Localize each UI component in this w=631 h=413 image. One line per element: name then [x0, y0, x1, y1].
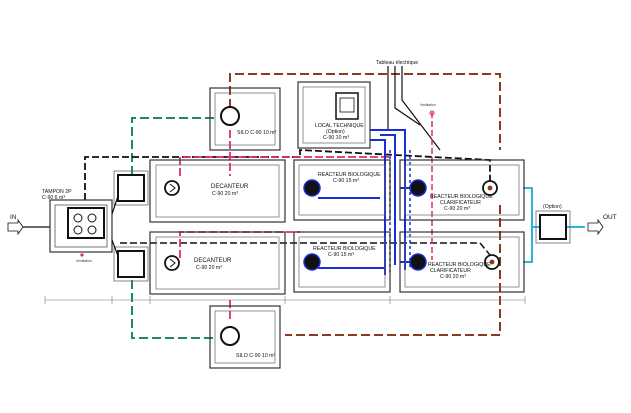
tableau-label: Tableau électrique [376, 60, 418, 66]
brown-pipe-top [229, 73, 501, 150]
clarificateur-top-tank [399, 159, 525, 221]
outlet-arrow-icon [587, 218, 604, 236]
reacteur-bottom-capacity: C-90 15 m³ [328, 252, 354, 258]
tampon-tank [49, 199, 113, 253]
ventilation-left-label: Ventilation [76, 259, 92, 263]
ventilation-top-icon [429, 110, 435, 116]
green-pipe-bottom [131, 280, 215, 339]
decanteur-bottom-capacity: C-90 20 m³ [196, 265, 222, 271]
reacteur-top-label: REACTEUR BIOLOGIQUE [318, 172, 381, 178]
local-technique-capacity: C-90 10 m³ [323, 135, 349, 141]
outlet-option-label: (Option) [543, 204, 562, 210]
reacteur-bottom-tank [293, 231, 391, 293]
clarificateur-bottom-label-1: REACTEUR BIOLOGIQUE [428, 262, 491, 268]
chamber-bottom [113, 246, 149, 282]
clarificateur-bottom-tank [399, 231, 525, 293]
brown-pipe-right [285, 205, 501, 336]
blue-pipe-1 [318, 129, 418, 275]
silo-bottom-label: SILO C-90 10 m³ [236, 353, 275, 359]
decanteur-bottom-label: DECANTEUR [194, 258, 232, 264]
tableau-cable [387, 66, 441, 151]
clarificateur-top-capacity: C-90 20 m³ [444, 206, 470, 212]
tampon-connectors [111, 195, 119, 257]
tampon-capacity: C-90 6 m³ [42, 195, 65, 201]
silo-top-label: SILO C-90 10 m³ [237, 130, 276, 136]
dimension-line [44, 296, 526, 304]
tampon-title: TAMPON 2P [42, 189, 72, 195]
clarificateur-bottom-label-2: CLARIFICATEUR [430, 268, 471, 274]
ventilation-top-label: Ventilation [420, 103, 436, 107]
local-technique-tank [297, 81, 371, 149]
decanteur-top-capacity: C-90 20 m³ [212, 191, 238, 197]
decanteur-bottom-tank [149, 231, 286, 295]
outlet-option-chamber [535, 210, 571, 244]
clarificateur-top-label-2: CLARIFICATEUR [440, 200, 481, 206]
reacteur-bottom-label: REACTEUR BIOLOGIQUE [313, 246, 376, 252]
decanteur-top-label: DECANTEUR [211, 184, 249, 190]
ventilation-left-icon [80, 253, 84, 257]
reacteur-top-tank [293, 159, 391, 221]
decanteur-top-tank [149, 159, 286, 223]
clarificateur-bottom-capacity: C-90 20 m³ [440, 274, 466, 280]
chamber-top [113, 170, 149, 206]
pink-pipe-mid [179, 231, 300, 322]
inlet-arrow-icon [7, 218, 24, 236]
silo-top-tank [209, 87, 281, 151]
pink-pipe-top [179, 130, 390, 176]
clarificateur-top-label-1: REACTEUR BIOLOGIQUE [430, 194, 493, 200]
local-technique-option: (Option) [326, 129, 345, 135]
green-pipe-top [131, 117, 215, 175]
local-technique-label: LOCAL TECHNIQUE [315, 123, 364, 129]
inlet-label: IN [10, 214, 17, 221]
reacteur-top-capacity: C-90 15 m³ [333, 178, 359, 184]
black-pipe-bottom [120, 242, 491, 268]
black-pipe-top [84, 149, 491, 200]
silo-bottom-tank [209, 305, 281, 369]
outlet-label: OUT [603, 214, 617, 221]
